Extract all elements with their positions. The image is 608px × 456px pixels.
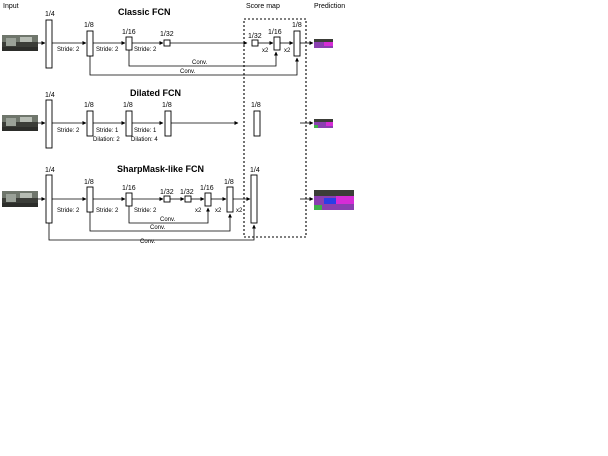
score-map-classic-1-8 [293, 30, 301, 57]
scale-label-dilated-1: 1/4 [45, 92, 55, 99]
skip-sharpmask-1-8 [89, 212, 232, 232]
skip-label-sharpmask-2: Conv. [150, 225, 166, 231]
scale-label-dilated-4: 1/8 [162, 102, 172, 109]
scale-label-sharpmask-2: 1/8 [84, 179, 94, 186]
scale-label-dilated-2: 1/8 [84, 102, 94, 109]
input-image-sharpmask [2, 191, 38, 207]
feature-map-classic-1-4 [45, 19, 53, 69]
input-image-classic [2, 35, 38, 51]
feature-map-classic-1-8 [86, 30, 94, 57]
scale-label-classic-1: 1/4 [45, 11, 55, 18]
stride-sharpmask-3: Stride: 2 [134, 208, 157, 214]
feature-map-dilated-b [125, 110, 133, 137]
score-scale-dilated: 1/8 [251, 102, 261, 109]
skip-label-sharpmask-1: Conv. [160, 217, 176, 223]
upsample-sharpmask-1: x2 [195, 208, 202, 214]
scale-label-classic-2: 1/8 [84, 22, 94, 29]
score-scale-sharpmask: 1/4 [250, 167, 260, 174]
header-input: Input [3, 3, 19, 10]
skip-sharpmask-1-16 [128, 206, 210, 224]
row-classic-fcn: Classic FCN 1/4 Stride: 2 1/8 Stride: 2 … [2, 7, 333, 76]
input-image-dilated [2, 115, 38, 131]
scale-label-sharpmask-5: 1/32 [180, 189, 194, 196]
scale-label-sharpmask-1: 1/4 [45, 167, 55, 174]
skip-sharpmask-1-4 [48, 223, 256, 241]
decoder-map-sharpmask-1-32 [184, 195, 192, 203]
upsample-classic-2: x2 [284, 48, 291, 54]
upsample-sharpmask-3: x2 [236, 208, 243, 214]
dilation-dilated-2: Dilation: 4 [131, 137, 158, 143]
scale-label-dilated-3: 1/8 [123, 102, 133, 109]
scale-label-sharpmask-4: 1/32 [160, 189, 174, 196]
score-scale-classic-2: 1/16 [268, 29, 282, 36]
score-scale-classic-1: 1/32 [248, 33, 262, 40]
stride-classic-2: Stride: 2 [96, 47, 119, 53]
feature-map-sharpmask-1-8 [86, 186, 94, 213]
score-map-classic-1-32 [251, 39, 259, 47]
feature-map-dilated-1-4 [45, 99, 53, 149]
stride-sharpmask-1: Stride: 2 [57, 208, 80, 214]
feature-map-dilated-c [164, 110, 172, 137]
upsample-classic-1: x2 [262, 48, 269, 54]
row-dilated-fcn: Dilated FCN 1/4 Stride: 2 1/8 Stride: 1 … [2, 88, 333, 149]
decoder-map-sharpmask-1-8 [226, 186, 234, 213]
upsample-sharpmask-2: x2 [215, 208, 222, 214]
prediction-image-dilated [314, 119, 333, 128]
prediction-image-sharpmask [314, 190, 354, 210]
decoder-map-sharpmask-1-16 [204, 192, 212, 207]
row-sharpmask-fcn: SharpMask-like FCN 1/4 Stride: 2 1/8 Str… [2, 164, 354, 245]
feature-map-dilated-a [86, 110, 94, 137]
stride-dilated-2: Stride: 1 [96, 128, 119, 134]
dilation-dilated-1: Dilation: 2 [93, 137, 120, 143]
header-prediction: Prediction [314, 3, 345, 10]
stride-classic-1: Stride: 2 [57, 47, 80, 53]
stride-classic-3: Stride: 2 [134, 47, 157, 53]
scale-label-classic-3: 1/16 [122, 29, 136, 36]
feature-map-classic-1-32 [163, 39, 171, 47]
skip-label-classic-1: Conv. [192, 60, 208, 66]
feature-map-sharpmask-1-4 [45, 174, 53, 224]
stride-sharpmask-2: Stride: 2 [96, 208, 119, 214]
scale-label-classic-4: 1/32 [160, 31, 174, 38]
skip-classic-1-16 [128, 50, 278, 67]
scale-label-sharpmask-3: 1/16 [122, 185, 136, 192]
stride-dilated-1: Stride: 2 [57, 128, 80, 134]
score-scale-classic-3: 1/8 [292, 22, 302, 29]
stride-dilated-3: Stride: 1 [134, 128, 157, 134]
scale-label-sharpmask-7: 1/8 [224, 179, 234, 186]
row-title-sharpmask: SharpMask-like FCN [117, 164, 204, 174]
score-map-classic-1-16 [273, 36, 281, 51]
header-score-map: Score map [246, 3, 280, 10]
row-title-classic: Classic FCN [118, 7, 171, 17]
row-title-dilated: Dilated FCN [130, 88, 181, 98]
prediction-image-classic [314, 39, 333, 48]
feature-map-classic-1-16 [125, 36, 133, 51]
score-map-dilated-1-8 [253, 110, 261, 137]
skip-label-classic-2: Conv. [180, 69, 196, 75]
skip-label-sharpmask-3: Conv. [140, 239, 156, 245]
scale-label-sharpmask-6: 1/16 [200, 185, 214, 192]
score-map-sharpmask-1-4 [250, 174, 258, 224]
skip-classic-1-8 [89, 56, 299, 76]
feature-map-sharpmask-1-32 [163, 195, 171, 203]
feature-map-sharpmask-1-16 [125, 192, 133, 207]
